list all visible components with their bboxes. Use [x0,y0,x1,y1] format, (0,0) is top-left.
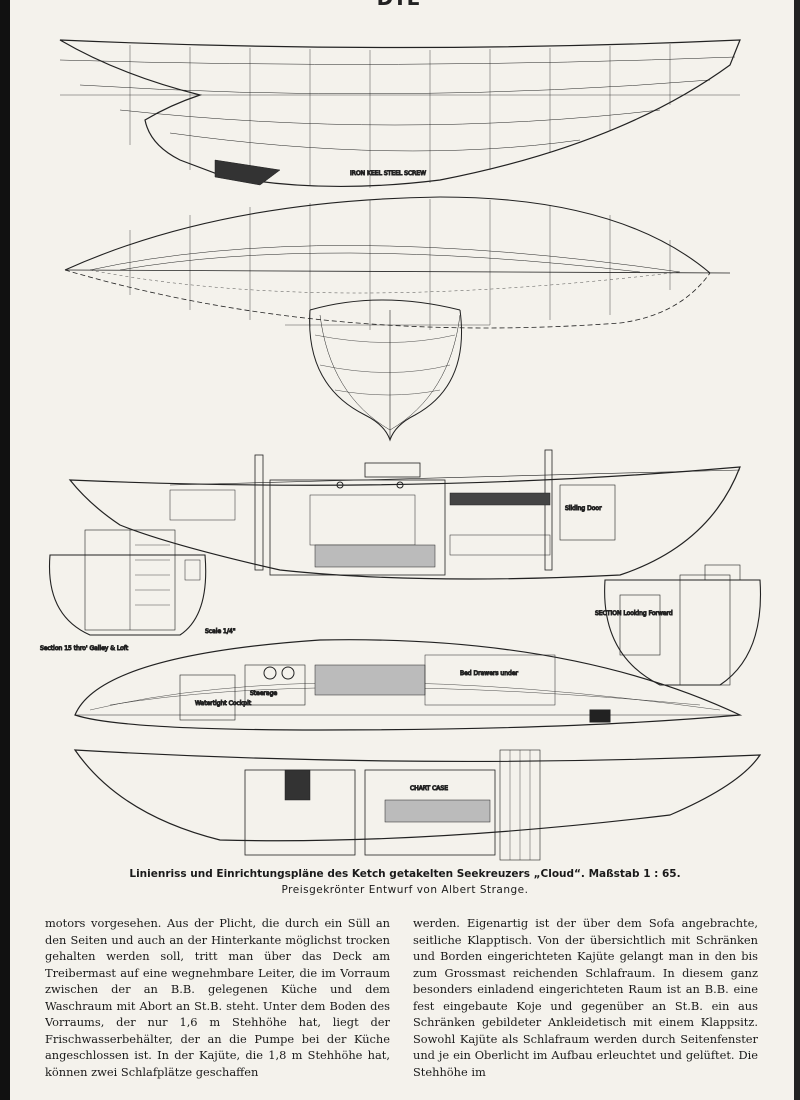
page-binding-edge [0,0,10,1100]
iron-keel-label: IRON KEEL STEEL SCREW [350,170,426,177]
caption-title: Linienriss und Einrichtungspläne des Ket… [129,868,681,880]
accommodation-profile: Sliding Door [68,449,741,580]
scale-label: Scale 1/4" [205,628,236,635]
half-breadth-plan [64,196,731,330]
steerage-label: Steerage [250,690,277,697]
yacht-plans-drawing: IRON KEEL STEEL SCREW [40,39,762,861]
yacht-plan-plate: IRON KEEL STEEL SCREW [20,25,790,865]
body-text-right-column: werden. Eigenartig ist der über dem Sofa… [413,916,758,1079]
page-outer-edge [794,0,800,1100]
section-looking-forward: SECTION Looking Forward [595,564,762,686]
deck-plan: Watertight Cockpit Steerage Bed Drawers … [74,628,743,731]
sliding-door-label: Sliding Door [565,505,602,512]
cockpit-label: Watertight Cockpit [195,700,252,707]
sheer-plan: IRON KEEL STEEL SCREW [59,39,741,188]
section-forward-label: SECTION Looking Forward [595,610,673,617]
chart-case-label: CHART CASE [410,785,448,792]
berth-label: Bed Drawers under [460,670,518,677]
section-galley-label: Section 15 thro' Galley & Loft [40,645,129,652]
body-plan [285,299,490,442]
caption-credit: Preisgekrönter Entwurf von Albert Strang… [281,884,529,896]
body-text-left-column: motors vorgesehen. Aus der Plicht, die d… [45,916,390,1079]
figure-caption: Linienriss und Einrichtungspläne des Ket… [20,866,790,898]
lower-accommodation-plan: CHART CASE [73,749,762,861]
section-through-galley: Section 15 thro' Galley & Loft [40,529,207,653]
running-head: DIE YACHT [340,0,460,8]
